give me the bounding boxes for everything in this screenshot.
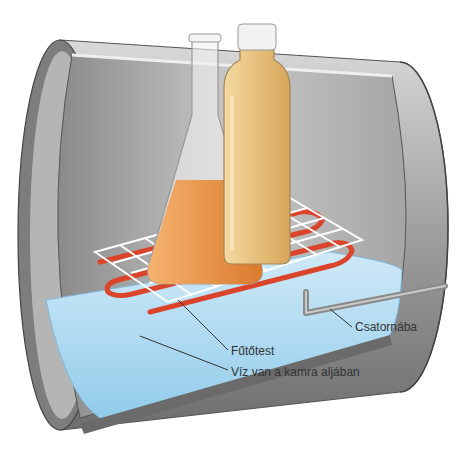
part-label: Fűtőtest: [231, 344, 274, 358]
part-label: Víz van a kamra aljában: [231, 365, 360, 379]
part-label: Csatornába: [355, 320, 417, 334]
